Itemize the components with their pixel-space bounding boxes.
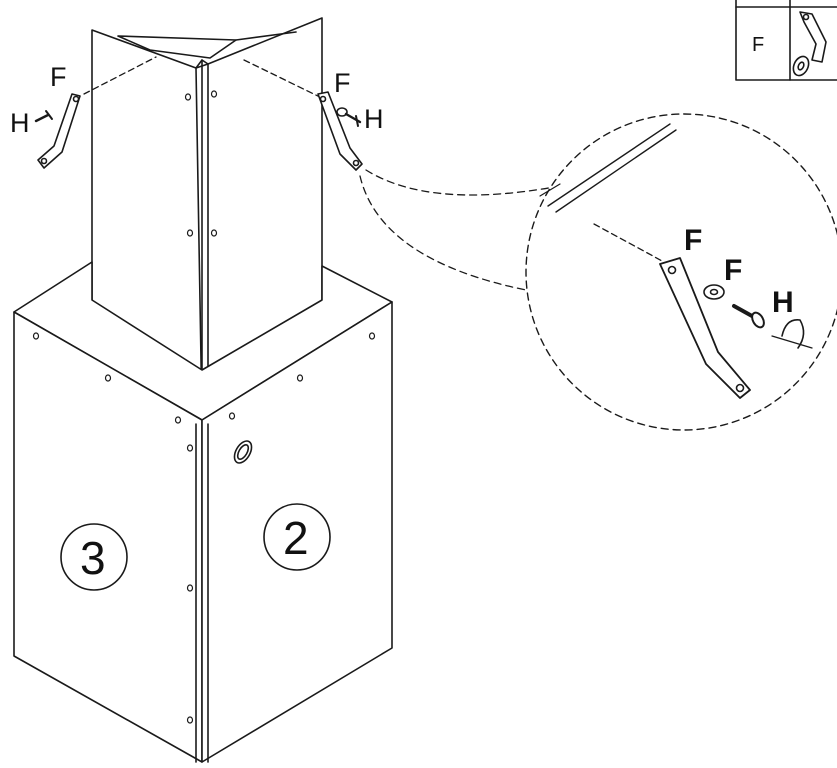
zoom-washer bbox=[703, 284, 725, 300]
right-screw-label: H bbox=[364, 104, 384, 134]
zoom-bracket bbox=[659, 257, 751, 399]
zoom-clip bbox=[781, 319, 805, 349]
panel-2-circle bbox=[263, 503, 331, 571]
zoom-screw-icon bbox=[732, 304, 765, 329]
panel-3-label: 3 bbox=[80, 532, 106, 584]
right-bracket bbox=[317, 91, 363, 171]
left-screw-icon bbox=[34, 113, 50, 123]
left-bracket bbox=[37, 93, 81, 169]
lower-chimney-section: 3 2 bbox=[13, 261, 393, 763]
parts-key-bracket-icon bbox=[792, 11, 827, 77]
vent-hole bbox=[233, 440, 253, 464]
left-bracket-callout: F H bbox=[10, 56, 157, 169]
parts-key-label: F bbox=[752, 34, 764, 56]
zoom-bracket-label: F bbox=[684, 224, 702, 257]
panel-2-label: 2 bbox=[283, 512, 309, 564]
panel-3-circle bbox=[60, 523, 128, 591]
left-screw-label: H bbox=[10, 108, 30, 138]
zoom-detail-bubble: F F H bbox=[359, 113, 837, 431]
parts-key-box: F bbox=[735, 0, 837, 81]
lower-right-panel bbox=[201, 301, 393, 763]
right-washer-label: F bbox=[334, 68, 351, 98]
lower-screw-holes bbox=[32, 332, 376, 724]
zoom-screw-label: H bbox=[772, 286, 794, 319]
left-washer-label: F bbox=[50, 62, 67, 92]
right-bracket-callout: F H bbox=[243, 59, 384, 171]
zoom-washer-label: F bbox=[724, 254, 742, 287]
